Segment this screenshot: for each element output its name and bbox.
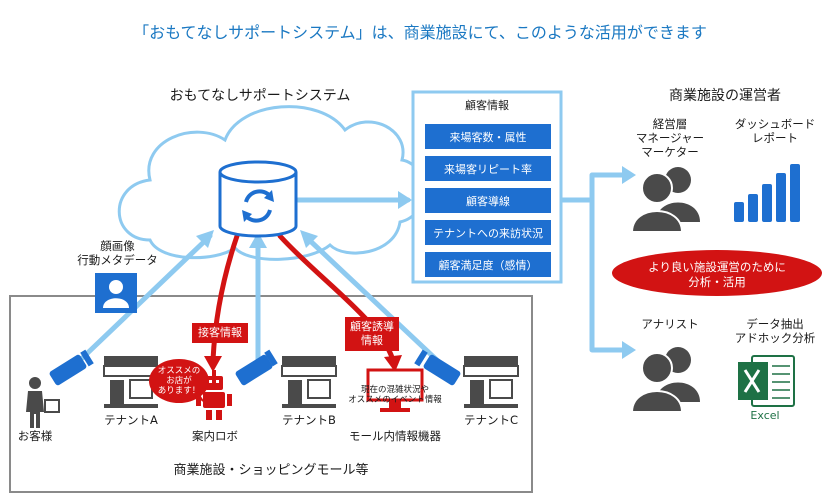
- purpose-label-2: 分析・活用: [688, 275, 746, 289]
- dashboard-bars-icon: [734, 164, 800, 222]
- face-data-label-2: 行動メタデータ: [77, 253, 158, 267]
- managers-label-3: マーケター: [641, 145, 699, 159]
- store-icon-a: [103, 356, 159, 408]
- dashboard-label-2: レポート: [752, 131, 798, 145]
- system-title: おもてなしサポートシステム: [169, 88, 351, 104]
- arrowhead-to-robot: [204, 356, 222, 372]
- camera-icon-b: [235, 349, 278, 386]
- face-image-icon: [95, 273, 137, 313]
- device-text-2: オススメのイベント情報: [348, 395, 442, 405]
- info-item-repeat-rate: 来場客リピート率: [425, 156, 551, 181]
- managers-label-2: マネージャー: [635, 131, 705, 145]
- arrow-info-to-operators: [553, 172, 631, 353]
- store-icon-c: [463, 356, 519, 408]
- purpose-label-1: より良い施設運営のために: [648, 260, 786, 274]
- contact-info-label: 接客情報: [192, 323, 248, 343]
- managers-icon: [630, 167, 700, 233]
- arrowhead-to-db-b: [249, 232, 267, 248]
- extract-label-2: アドホック分析: [734, 331, 816, 345]
- managers-label-1: 経営層: [652, 117, 688, 131]
- analyst-icon: [630, 347, 700, 413]
- device-label: モール内情報機器: [349, 429, 441, 443]
- dashboard-label-1: ダッシュボード: [734, 117, 816, 131]
- customer-info-panel: [411, 90, 563, 284]
- robot-label: 案内ロボ: [192, 429, 238, 443]
- customer-info-title: 顧客情報: [465, 99, 509, 112]
- device-text-1: 現在の混雑状況や: [360, 385, 429, 395]
- bubble-line-3: あります！: [157, 386, 201, 396]
- camera-icon-a: [49, 349, 94, 386]
- arrow-camera-a-to-cloud: [72, 233, 213, 368]
- face-data-label-1: 顔画像: [100, 239, 135, 253]
- bubble-line-1: オススメの: [157, 366, 201, 376]
- robot-icon: [196, 370, 232, 420]
- mall-title: 商業施設・ショッピングモール等: [173, 463, 369, 478]
- info-item-visitors: 来場客数・属性: [425, 124, 551, 149]
- store-icon-b: [281, 356, 337, 408]
- robot-speech-bubble: [149, 359, 209, 403]
- info-item-tenant-visits: テナントへの来訪状況: [425, 220, 551, 245]
- mall-area-border: [9, 295, 533, 493]
- database-icon: [218, 160, 298, 238]
- arrowhead-to-device: [384, 355, 402, 372]
- excel-label: Excel: [750, 409, 780, 422]
- excel-icon: [738, 355, 795, 407]
- tenant-b-label: テナントB: [282, 413, 336, 427]
- arrow-db-to-robot: [210, 233, 240, 363]
- analyst-label: アナリスト: [641, 317, 699, 331]
- operator-title: 商業施設の運営者: [669, 88, 781, 104]
- arrowhead-to-managers: [622, 166, 636, 184]
- arrowhead-to-info: [398, 191, 412, 209]
- extract-label-1: データ抽出: [746, 317, 804, 331]
- arrowhead-to-db-c: [300, 230, 318, 248]
- camera-icon-c: [414, 349, 461, 386]
- purpose-ellipse: [612, 250, 822, 296]
- info-device-icon: [366, 368, 424, 412]
- arrowhead-to-cloud-a: [196, 230, 214, 248]
- guide-info-line-1: 顧客誘導: [350, 320, 394, 334]
- info-item-satisfaction: 顧客満足度（感情）: [425, 252, 551, 277]
- tenant-a-label: テナントA: [104, 413, 158, 427]
- guide-info-label: 顧客誘導 情報: [345, 317, 399, 351]
- arrow-camera-c-to-db: [302, 233, 443, 366]
- bubble-line-2: お店が: [166, 376, 192, 386]
- arrowhead-to-analyst: [622, 341, 636, 359]
- info-item-flow: 顧客導線: [425, 188, 551, 213]
- headline: 「おもてなしサポートシステム」は、商業施設にて、このような活用ができます: [133, 23, 707, 42]
- guide-info-line-2: 情報: [361, 334, 383, 347]
- customer-label: お客様: [17, 429, 53, 443]
- customer-icon: [26, 377, 60, 428]
- tenant-c-label: テナントC: [463, 413, 519, 427]
